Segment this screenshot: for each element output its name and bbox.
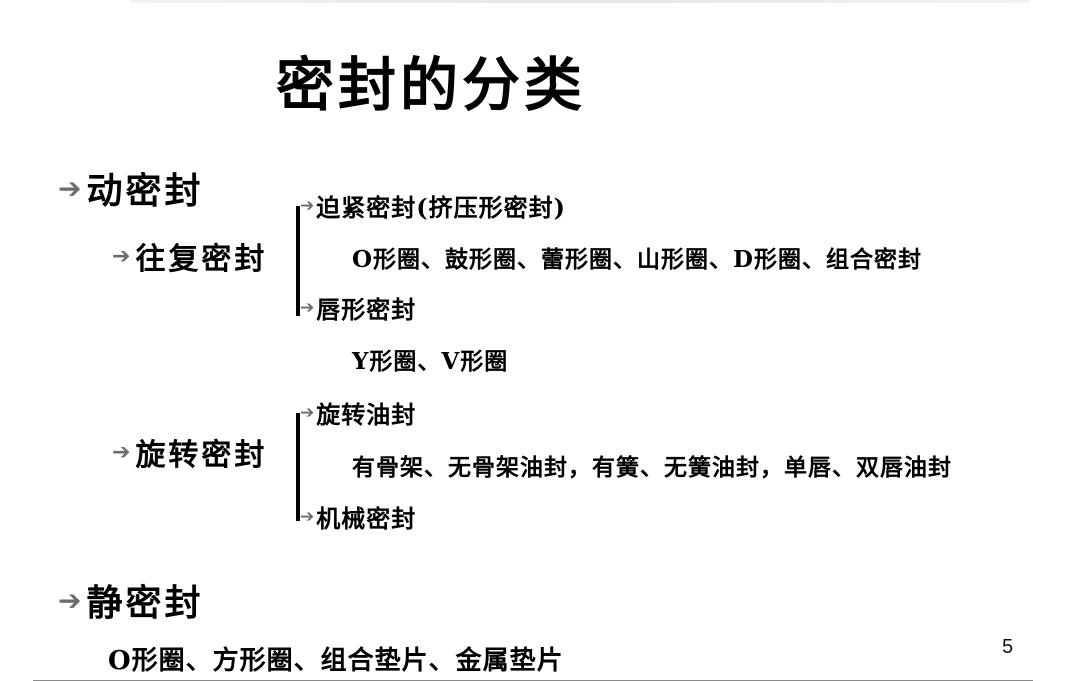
lip-seal-item: ➔ 唇形密封 [300, 290, 416, 325]
squeeze-seal-item: ➔ 迫紧密封(挤压形密封) [300, 188, 566, 223]
squeeze-seal-label: 迫紧密封(挤压形密封) [316, 193, 566, 222]
squeeze-seal-examples: O形圈、鼓形圈、蕾形圈、山形圈、D形圈、组合密封 [352, 246, 922, 273]
arrow-icon: ➔ [300, 297, 316, 318]
slide-title: 密封的分类 [276, 51, 587, 119]
arrow-icon: ➔ [112, 439, 134, 465]
rotary-seal-heading: ➔ 旋转密封 [112, 430, 267, 474]
static-seal-label: 静密封 [86, 582, 204, 624]
static-seal-examples: O形圈、方形圈、组合垫片、金属垫片 [108, 646, 564, 676]
rotary-oil-seal-item: ➔ 旋转油封 [300, 395, 416, 430]
top-decorative-strip [130, 0, 1030, 3]
reciprocating-bracket [296, 206, 300, 316]
rotary-oil-seal-label: 旋转油封 [316, 400, 417, 429]
static-seal-heading: ➔ 静密封 [58, 574, 203, 626]
arrow-icon: ➔ [58, 171, 85, 205]
arrow-icon: ➔ [300, 506, 316, 527]
reciprocating-seal-label: 往复密封 [135, 242, 268, 277]
arrow-icon: ➔ [58, 583, 85, 617]
arrow-icon: ➔ [112, 243, 134, 269]
mechanical-seal-label: 机械密封 [316, 504, 417, 533]
rotary-bracket [296, 413, 300, 521]
reciprocating-seal-heading: ➔ 往复密封 [112, 234, 267, 278]
arrow-icon: ➔ [300, 402, 316, 423]
page-number: 5 [1002, 636, 1014, 658]
lip-seal-examples: Y形圈、V形圈 [352, 348, 509, 375]
mechanical-seal-item: ➔ 机械密封 [300, 499, 416, 534]
dynamic-seal-heading: ➔ 动密封 [58, 162, 203, 214]
rotary-seal-label: 旋转密封 [135, 438, 268, 473]
arrow-icon: ➔ [300, 195, 316, 216]
dynamic-seal-label: 动密封 [86, 170, 204, 212]
rotary-oil-seal-examples: 有骨架、无骨架油封，有簧、无簧油封，单唇、双唇油封 [352, 454, 952, 481]
lip-seal-label: 唇形密封 [316, 295, 417, 324]
